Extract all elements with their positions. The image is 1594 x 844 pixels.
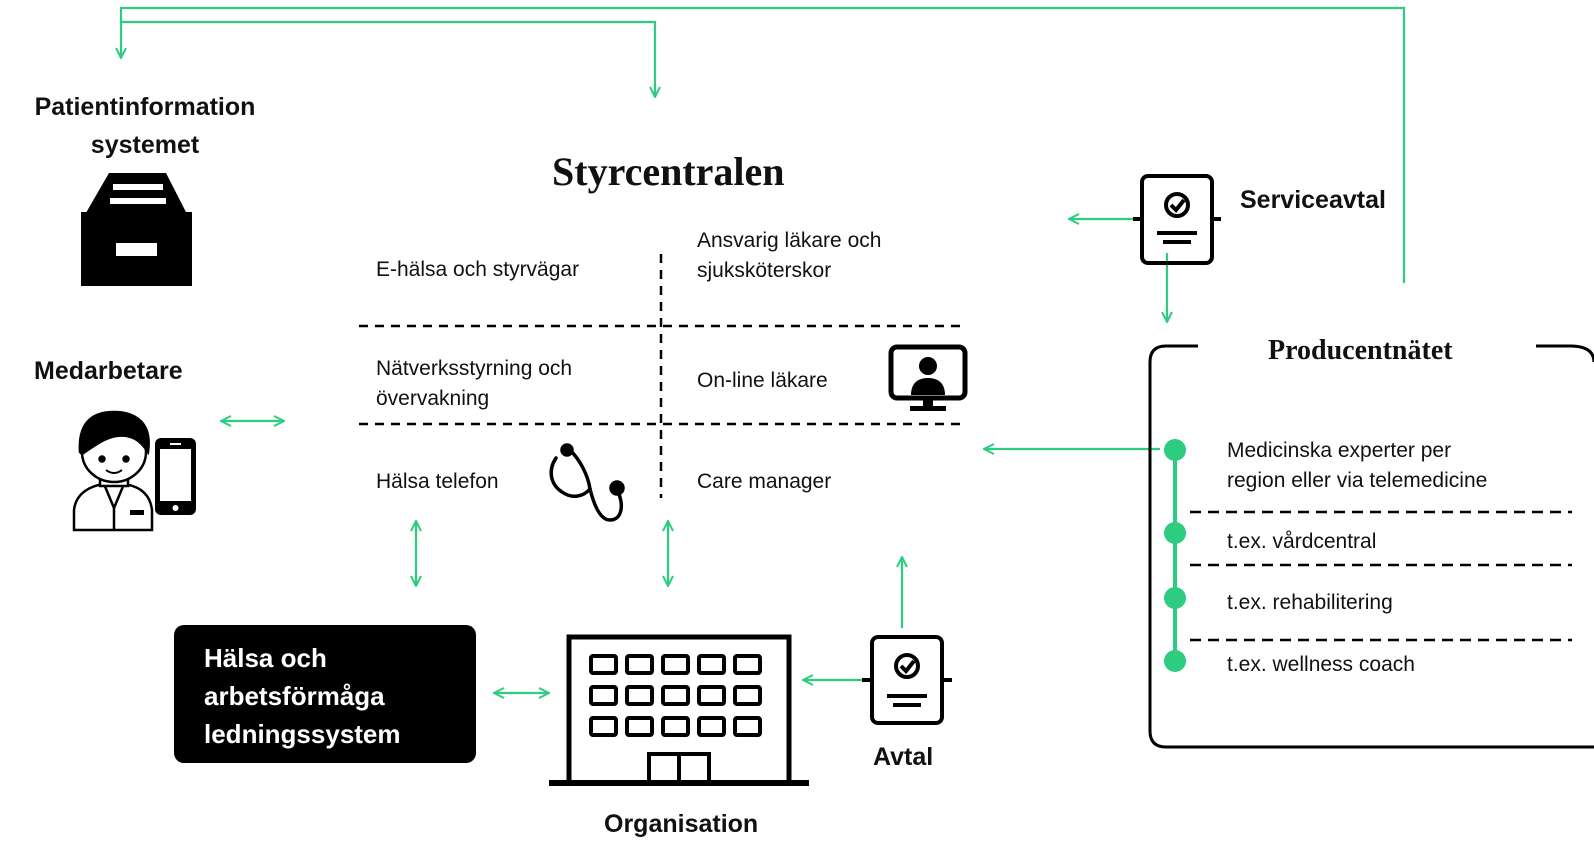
service-agreement-label: Serviceavtal <box>1240 186 1386 214</box>
archive-box-icon <box>81 173 192 286</box>
flow-arrows <box>221 219 1167 693</box>
management-system-label: Hälsa och arbetsförmåga ledningssystem <box>204 643 401 749</box>
producer-network-title: Producentnätet <box>1268 335 1453 366</box>
office-building-icon <box>549 634 809 786</box>
grid-cell-network-control: Nätverksstyrning och övervakning <box>376 357 573 410</box>
stethoscope-icon <box>549 443 625 522</box>
grid-cell-health-phone: Hälsa telefon <box>376 470 499 493</box>
producer-item-experts: Medicinska experter per region eller via… <box>1227 439 1488 492</box>
grid-cell-online-doctor: On-line läkare <box>697 369 828 392</box>
producer-item-wellness-coach: t.ex. wellness coach <box>1227 653 1415 676</box>
patient-system-label: Patientinformation systemet <box>34 93 256 159</box>
top-connector-lines <box>121 6 1406 283</box>
producer-item-rehabilitation: t.ex. rehabilitering <box>1227 591 1393 614</box>
agreement-contract-icon <box>862 635 952 725</box>
page-title: Styrcentralen <box>552 149 785 194</box>
producer-item-health-center: t.ex. vårdcentral <box>1227 530 1377 553</box>
agreement-label: Avtal <box>873 743 934 771</box>
doctor-icon <box>72 410 154 532</box>
video-call-doctor-icon <box>888 344 968 411</box>
contract-icon <box>1133 174 1221 265</box>
organisation-label: Organisation <box>604 810 759 838</box>
smartphone-icon <box>155 438 196 515</box>
employee-label: Medarbetare <box>34 357 183 385</box>
grid-cell-care-manager: Care manager <box>697 470 832 493</box>
management-system-box: Hälsa och arbetsförmåga ledningssystem <box>174 625 476 763</box>
grid-cell-ehealth: E-hälsa och styrvägar <box>376 258 580 281</box>
grid-cell-responsible-staff: Ansvarig läkare och sjuksköterskor <box>697 229 882 282</box>
grid-dividers <box>359 254 963 498</box>
producer-network-timeline <box>1164 439 1186 672</box>
producer-network-dividers <box>1190 510 1572 642</box>
